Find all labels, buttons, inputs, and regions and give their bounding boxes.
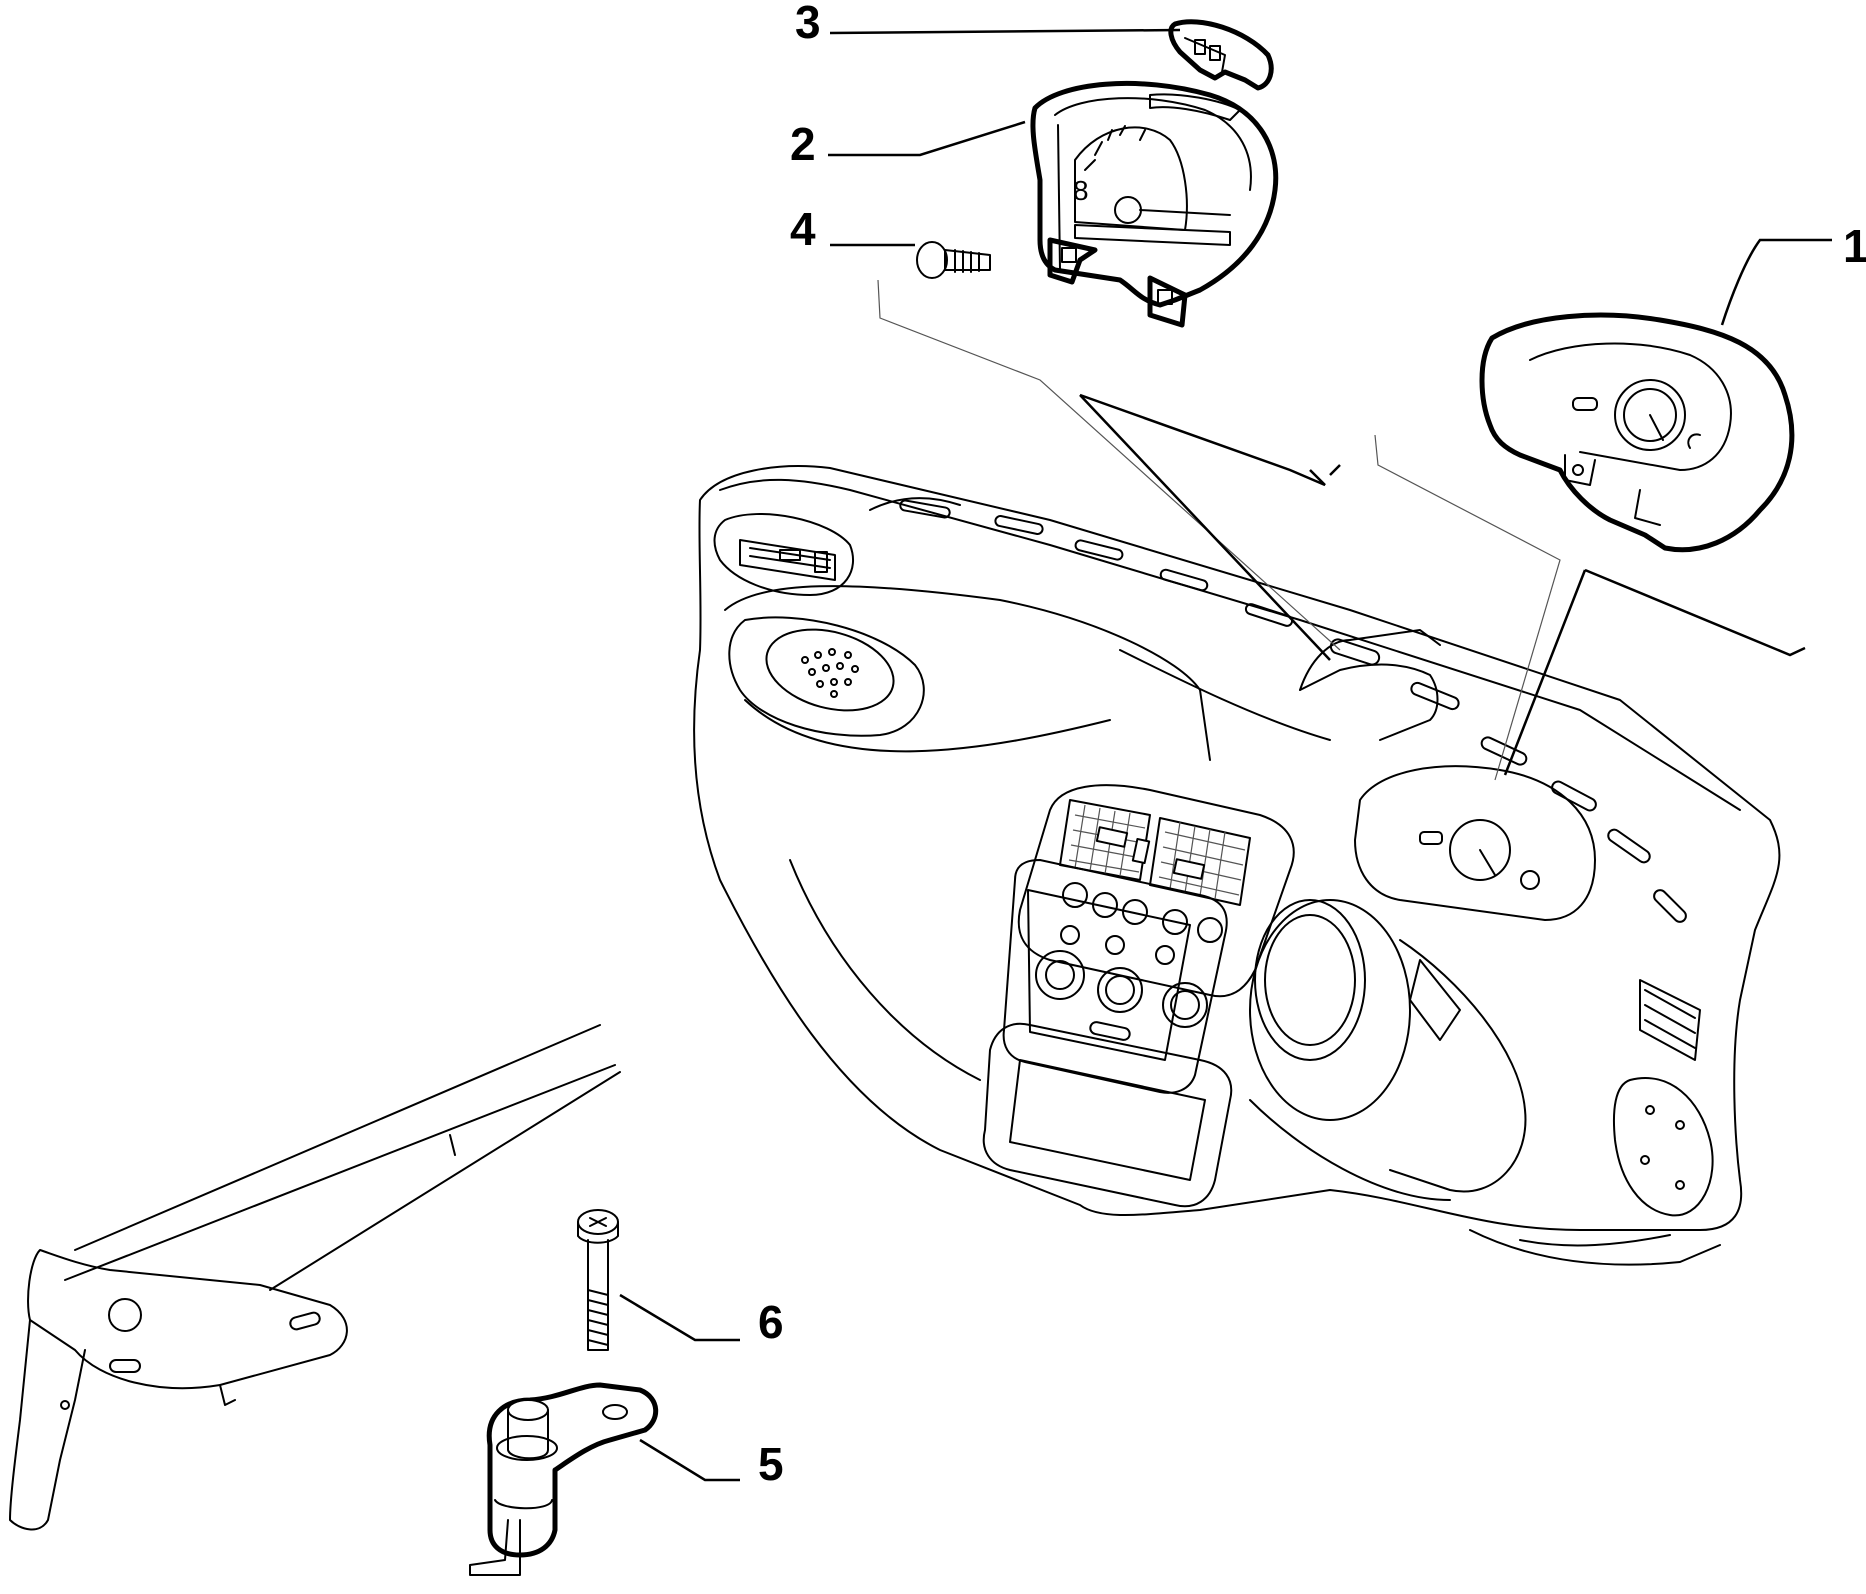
- dashboard-assembly: [693, 465, 1781, 1266]
- part-4-screw: [916, 241, 991, 279]
- left-air-vent: [713, 513, 855, 596]
- callout-labels: 1 2 3 4 5 6: [758, 0, 1866, 1490]
- pedal-bracket: [9, 1024, 621, 1531]
- right-air-vent: [1639, 979, 1701, 1061]
- explosion-lines: [877, 279, 1806, 781]
- installed-instrument-cluster: [1354, 765, 1596, 921]
- callout-leaders: [619, 28, 1832, 1482]
- left-speaker-grille: [728, 616, 925, 737]
- defroster-vents: [899, 499, 1687, 923]
- callout-2: 2: [790, 118, 816, 170]
- part-2-instrument-gauge: 8: [1030, 81, 1279, 328]
- callout-6: 6: [758, 1296, 784, 1348]
- heater-control-panel: [1002, 859, 1228, 1094]
- callout-4: 4: [790, 203, 816, 255]
- callout-1: 1: [1843, 220, 1866, 272]
- part-3-trim-clip: [1168, 19, 1274, 91]
- part-6-bolt: [577, 1209, 619, 1351]
- steering-column-shroud: [1249, 899, 1527, 1201]
- radio-compartment: [982, 1022, 1233, 1208]
- callout-5: 5: [758, 1438, 784, 1490]
- part-5-switch: [469, 1382, 659, 1576]
- part-1-cluster-housing: [1479, 312, 1795, 553]
- dash-cluster-housing: [1299, 629, 1441, 741]
- callout-3: 3: [795, 0, 821, 48]
- center-console: [1017, 784, 1295, 998]
- gauge-dial-numeral: 8: [1073, 175, 1089, 206]
- right-speaker: [1612, 1077, 1714, 1217]
